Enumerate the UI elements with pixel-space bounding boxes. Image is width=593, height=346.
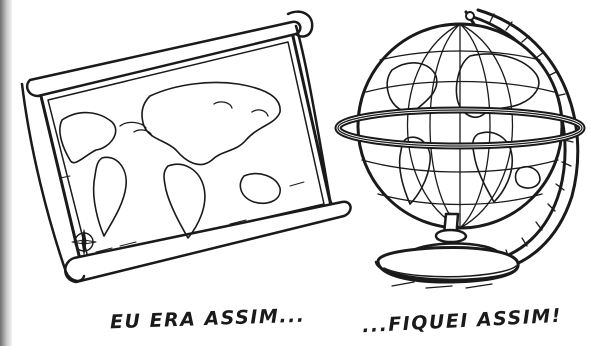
scan-edge-shadow — [0, 0, 12, 346]
flat-map-icon — [20, 10, 352, 284]
globe-icon — [334, 8, 586, 289]
